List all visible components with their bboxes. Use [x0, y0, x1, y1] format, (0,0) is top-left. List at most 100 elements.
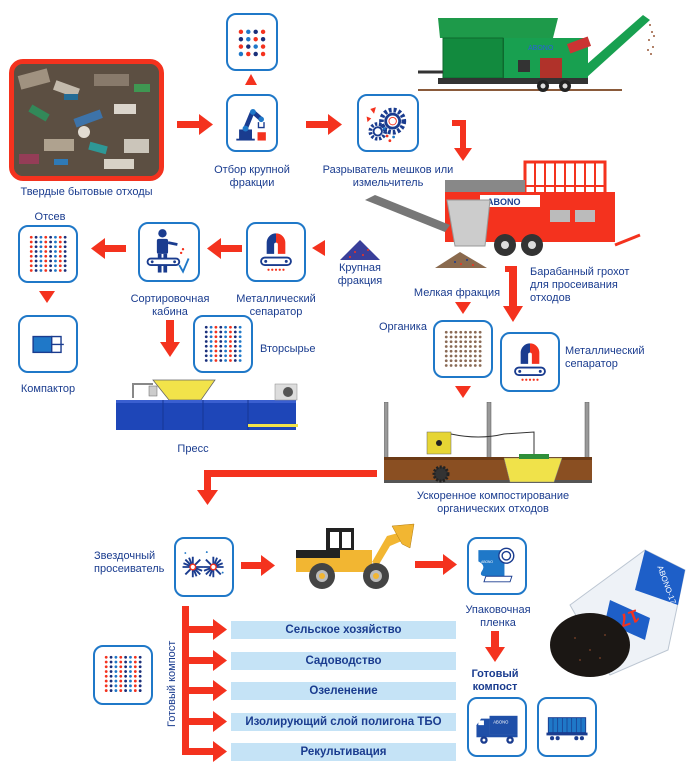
grid-dot [214, 325, 218, 329]
grid-dot [459, 340, 463, 344]
grid-dot [34, 250, 38, 253]
grid-dot [454, 364, 458, 367]
grid-dot [104, 684, 108, 688]
grid-dot [238, 335, 242, 339]
grid-dot [233, 354, 237, 358]
grid-dot [454, 345, 458, 348]
arrow-cabin-to-press [160, 320, 180, 357]
grid-dot [44, 235, 48, 239]
truck-icon: ABONO [476, 715, 518, 744]
grid-dot [454, 359, 458, 363]
grid-dot [219, 349, 223, 353]
recyclables-box [193, 315, 253, 373]
grid-dot [449, 364, 453, 367]
grid-dot [138, 689, 142, 692]
grid-dot [238, 354, 242, 358]
grid-dot [473, 345, 477, 348]
grid-dot [449, 345, 453, 348]
gears-icon [366, 107, 407, 143]
grid-dot [133, 670, 137, 673]
grid-dot [229, 330, 232, 334]
grid-dot [444, 335, 448, 339]
grid-dot [119, 655, 123, 659]
grid-dot [209, 359, 213, 362]
grid-dot [49, 235, 53, 239]
use-agriculture: Сельское хозяйство [231, 621, 456, 639]
grid-dot [449, 354, 453, 358]
grid-dot [209, 325, 213, 329]
grid-dot [229, 325, 232, 329]
msw-photo [9, 59, 164, 181]
grid-dot [459, 349, 463, 353]
grid-dot [469, 330, 472, 334]
grid-dot [224, 330, 228, 334]
grid-dot [214, 340, 218, 343]
arrow-film-to-compost [485, 631, 505, 662]
grid-dot [219, 344, 223, 348]
grid-dot [478, 364, 482, 367]
coarse-items-box [226, 13, 278, 71]
grid-dot [209, 340, 213, 343]
grid-dot [219, 335, 223, 339]
metal-separator-2-box [500, 332, 560, 392]
organics-box [433, 320, 493, 378]
grid-dot [224, 325, 228, 329]
grid-dot [233, 359, 237, 362]
grid-dot [54, 245, 57, 249]
screenings-box [18, 225, 78, 283]
fine-fraction-label: Мелкая фракция [413, 287, 501, 299]
arrow-drum-to-metal-sep2 [503, 266, 523, 322]
grid-dot [238, 344, 242, 348]
ready-compost-side-label: Готовый компост [166, 640, 178, 727]
grid-dot [219, 330, 223, 334]
grid-dot [138, 670, 142, 673]
grid-dot [464, 354, 468, 358]
grid-dot [469, 345, 472, 348]
star-screen-icon [182, 551, 224, 578]
ready-compost-box [93, 645, 153, 705]
grid-dot [133, 660, 137, 664]
grid-dot [34, 235, 38, 239]
grid-dot [114, 655, 118, 659]
grid-dot [133, 655, 137, 659]
grid-dot [119, 689, 123, 692]
grid-dot [133, 665, 137, 669]
press-illustration [116, 379, 298, 430]
grid-dot [229, 340, 232, 343]
grid-dot [54, 240, 57, 244]
dots-grid-icon [204, 325, 242, 362]
composting-label: Ускоренное компостирование органических … [416, 490, 570, 515]
grid-dot [34, 240, 38, 244]
grid-dot [44, 269, 48, 272]
grid-dot [39, 235, 43, 239]
arrow-sorting-to-shredder [306, 114, 342, 135]
grid-dot [233, 335, 237, 339]
grid-dot [119, 679, 123, 683]
arrow-star-to-loader [241, 555, 275, 576]
grid-dot [459, 354, 463, 358]
msw-label: Твердые бытовые отходы [20, 186, 153, 198]
arrow-to-metal-sep [312, 240, 325, 256]
grid-dot [469, 354, 472, 358]
compactor-icon [32, 335, 64, 354]
grid-dot [214, 335, 218, 339]
grid-dot [124, 679, 128, 683]
grid-dot [119, 660, 123, 664]
arrow-cabin-to-screenings [91, 238, 126, 259]
coarse-sorting-label: Отбор крупной фракции [214, 164, 290, 189]
grid-dot [209, 354, 213, 358]
grid-dot [63, 259, 67, 263]
metal-separator-1-box [246, 222, 306, 282]
grid-dot [454, 335, 458, 339]
grid-dot [54, 250, 57, 253]
grid-dot [233, 344, 237, 348]
grid-dot [204, 330, 208, 334]
dots-grid-icon [444, 330, 482, 367]
grid-dot [478, 345, 482, 348]
grid-dot [464, 359, 468, 363]
grid-dot [464, 349, 468, 353]
grid-dot [478, 330, 482, 334]
grid-dot [204, 335, 208, 339]
grid-dot [444, 345, 448, 348]
grid-dot [129, 660, 132, 664]
